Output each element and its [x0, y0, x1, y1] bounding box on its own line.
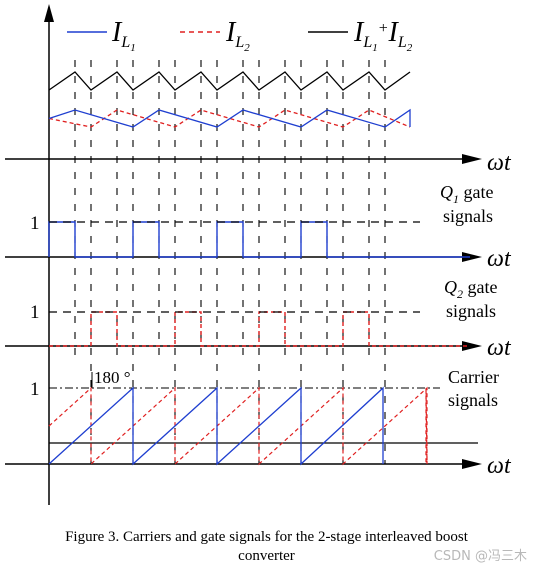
axis-label-omega-t-4: ωt — [487, 453, 512, 479]
axis-label-omega-t-3: ωt — [487, 335, 512, 361]
legend-label-il1: IL1 — [111, 17, 136, 54]
q1-gate-signal — [48, 221, 470, 258]
vertical-axis-arrow — [44, 4, 54, 22]
sum-current-waveform — [48, 71, 411, 91]
carrier-q2-waveform — [48, 386, 428, 466]
caption-line-2: converter — [238, 548, 295, 564]
q2-gate-signal — [49, 311, 470, 347]
q1-panel-label-line2: signals — [443, 206, 493, 226]
horizontal-axes — [5, 154, 482, 469]
axis-q1-arrow — [462, 252, 482, 262]
q2-level-one-label: 1 — [30, 302, 40, 323]
axis-q2-arrow — [462, 341, 482, 351]
axis-label-omega-t-1: ωt — [487, 150, 512, 176]
carrier-q1-waveform — [48, 386, 384, 466]
il1-current-waveform — [48, 108, 411, 128]
q1-level-one-label: 1 — [30, 213, 40, 234]
q2-panel-label-line2: signals — [446, 301, 496, 321]
carrier-panel-label: Carrier — [448, 367, 499, 387]
figure-caption: Figure 3. Carriers and gate signals for … — [0, 528, 533, 566]
legend: IL1 IL2 IL1+IL2 — [67, 17, 413, 54]
carrier-panel-label-line2: signals — [448, 390, 498, 410]
legend-label-sum: IL1+IL2 — [353, 17, 413, 54]
q1-panel-label: Q1 gate — [440, 182, 493, 206]
watermark: CSDN @冯三木 — [433, 549, 527, 564]
dashed-grid-lines — [74, 60, 386, 464]
phase-shift-label: 180 ° — [94, 368, 131, 387]
q2-panel-label: Q2 gate — [444, 277, 497, 301]
carrier-level-one-label: 1 — [30, 379, 40, 400]
axis-carrier-arrow — [462, 459, 482, 469]
axis-current-arrow — [462, 154, 482, 164]
caption-line-1: Figure 3. Carriers and gate signals for … — [65, 529, 468, 545]
axis-label-omega-t-2: ωt — [487, 246, 512, 272]
legend-label-il2: IL2 — [225, 17, 250, 54]
